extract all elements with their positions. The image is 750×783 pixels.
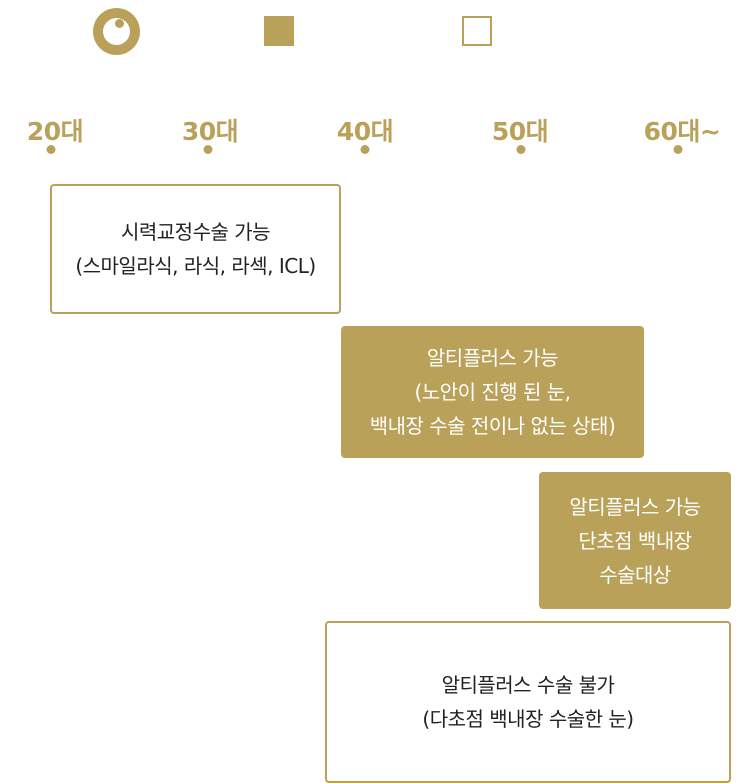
age-label-50s: 50대	[491, 117, 549, 146]
age-label-60s-plus: 60대~	[643, 117, 721, 146]
artiplus-presbyopia-box: 알티플러스 가능 (노안이 진행 된 눈, 백내장 수술 전이나 없는 상태)	[341, 326, 644, 458]
age-dot-30s	[203, 145, 213, 154]
box-line: (다초점 백내장 수술한 눈)	[422, 707, 634, 731]
legend-filled-square-icon	[264, 16, 294, 46]
age-label-40s: 40대	[336, 117, 394, 146]
legend-circle-icon	[93, 8, 140, 55]
age-dot-20s	[46, 145, 56, 154]
box-line: (스마일라식, 라식, 라섹, ICL)	[75, 254, 316, 278]
vision-correction-box: 시력교정수술 가능 (스마일라식, 라식, 라섹, ICL)	[50, 184, 341, 314]
box-line: 알티플러스 가능	[426, 346, 559, 370]
box-line: (노안이 진행 된 눈,	[414, 380, 571, 404]
age-dot-40s	[360, 145, 370, 154]
box-line: 시력교정수술 가능	[120, 220, 271, 244]
artiplus-not-possible-box: 알티플러스 수술 불가 (다초점 백내장 수술한 눈)	[325, 621, 731, 783]
age-label-20s: 20대	[26, 117, 84, 146]
age-dot-50s	[516, 145, 526, 154]
legend-circle-dot	[115, 19, 124, 28]
box-line: 백내장 수술 전이나 없는 상태)	[369, 414, 616, 438]
age-dot-60s-plus	[673, 145, 683, 154]
box-line: 알티플러스 가능	[569, 494, 701, 519]
artiplus-monofocal-box: 알티플러스 가능 단초점 백내장 수술대상	[539, 472, 731, 609]
box-line: 수술대상	[599, 562, 671, 587]
age-label-30s: 30대	[181, 117, 239, 146]
box-line: 단초점 백내장	[578, 528, 692, 553]
legend-outline-square-icon	[462, 16, 492, 46]
box-line: 알티플러스 수술 불가	[441, 673, 615, 697]
